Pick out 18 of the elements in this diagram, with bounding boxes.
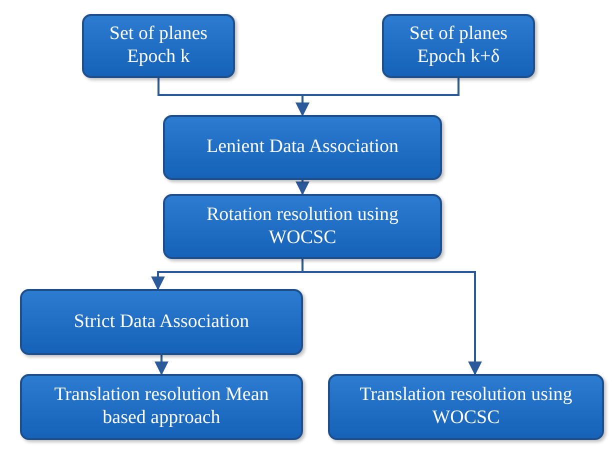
box-label: Lenient Data Association <box>206 136 399 159</box>
box-label: Set of planes Epoch k+δ <box>408 23 509 69</box>
process-box <box>163 194 442 259</box>
process-box <box>20 289 303 355</box>
arrow <box>296 78 460 116</box>
arrow <box>296 180 310 196</box>
process-box <box>82 14 235 78</box>
box-label: Translation resolution using WOCSC <box>358 384 574 430</box>
box-label: Rotation resolution using WOCSC <box>205 204 400 250</box>
box-label: Strict Data Association <box>74 310 250 334</box>
box-label: Set of planes Epoch k <box>108 23 209 69</box>
process-box <box>328 374 604 440</box>
process-box <box>163 115 442 180</box>
process-box <box>382 14 535 78</box>
arrow <box>154 355 168 376</box>
box-label: Translation resolution Mean based approach <box>53 384 270 430</box>
process-box <box>20 374 303 440</box>
arrow <box>302 259 482 376</box>
